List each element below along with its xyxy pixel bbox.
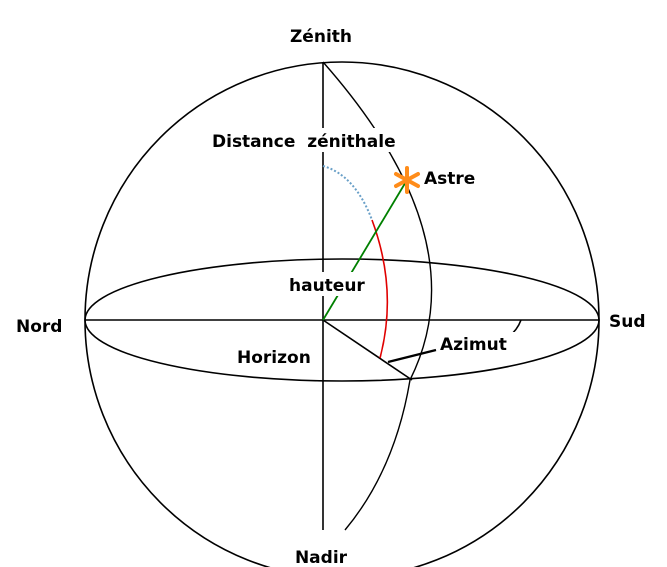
label-azimut: Azimut [440, 335, 507, 355]
azimut-pointer [387, 348, 437, 364]
azimuth-line [322, 319, 413, 381]
azimut-label-bg [437, 332, 519, 356]
hauteur-label-bg [286, 272, 380, 296]
label-zenith: Zénith [290, 27, 352, 47]
asterisk-star-icon [394, 166, 420, 194]
altitude-arc [371, 219, 389, 359]
zenith-distance-arc [322, 165, 373, 221]
label-hauteur: hauteur [289, 276, 365, 296]
label-nord: Nord [16, 317, 62, 337]
distance-zenithale-label-bg [210, 128, 432, 152]
label-astre: Astre [424, 169, 475, 189]
label-sud: Sud [609, 312, 646, 332]
label-distance-zenithale: Distance zénithale [212, 132, 396, 152]
altitude-line [322, 179, 408, 321]
label-nadir: Nadir [295, 548, 348, 567]
label-horizon: Horizon [237, 348, 311, 368]
